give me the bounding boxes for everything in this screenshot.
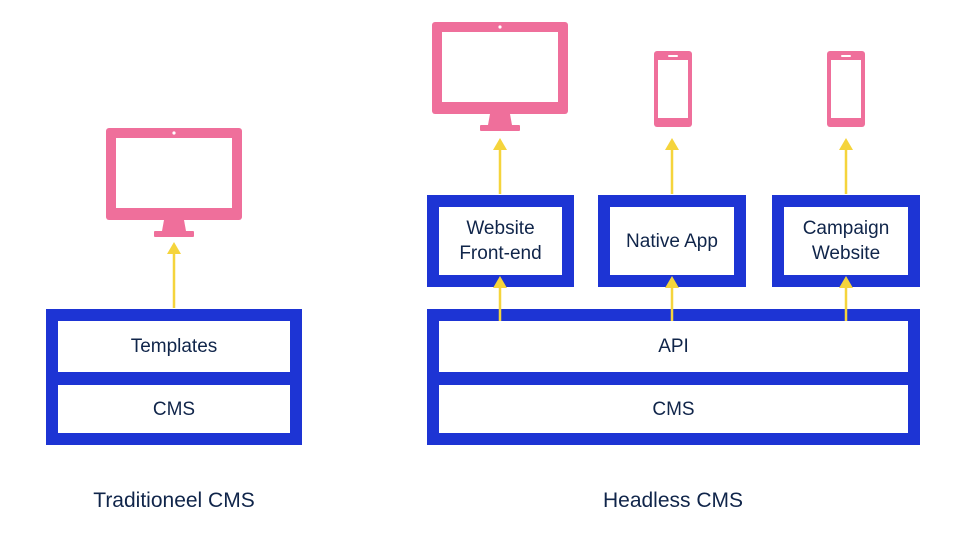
headless-cms-label: CMS xyxy=(652,398,695,420)
website-frontend-label-line1: Website xyxy=(466,218,535,239)
headless-caption: Headless CMS xyxy=(602,489,744,512)
up-arrow xyxy=(839,276,853,321)
website-frontend-label-line2: Front-end xyxy=(459,243,542,264)
up-arrow xyxy=(493,276,507,321)
up-arrow xyxy=(665,276,679,321)
up-arrow xyxy=(665,138,679,194)
traditional-cms-label: CMS xyxy=(152,398,196,420)
headless-cms-box: CMS xyxy=(439,385,908,433)
api-label: API xyxy=(658,336,689,357)
monitor-icon xyxy=(106,128,242,237)
campaign-website-label-line1: Campaign xyxy=(802,218,890,239)
monitor-icon xyxy=(432,22,568,131)
up-arrow xyxy=(839,138,853,194)
traditional-caption: Traditioneel CMS xyxy=(93,489,255,512)
website-frontend-box: Website Front-end xyxy=(439,207,562,275)
up-arrow xyxy=(493,138,507,194)
smartphone-icon xyxy=(827,51,865,127)
traditional-cms-box: CMS xyxy=(58,385,290,433)
campaign-website-label-line2: Website xyxy=(811,243,881,264)
templates-label: Templates xyxy=(130,336,218,357)
smartphone-icon xyxy=(654,51,692,127)
native-app-label: Native App xyxy=(626,230,718,252)
api-box: API xyxy=(439,321,908,372)
up-arrow xyxy=(167,242,181,308)
campaign-website-box: Campaign Website xyxy=(784,207,908,275)
templates-box: Templates xyxy=(58,321,290,372)
native-app-box: Native App xyxy=(610,207,734,275)
